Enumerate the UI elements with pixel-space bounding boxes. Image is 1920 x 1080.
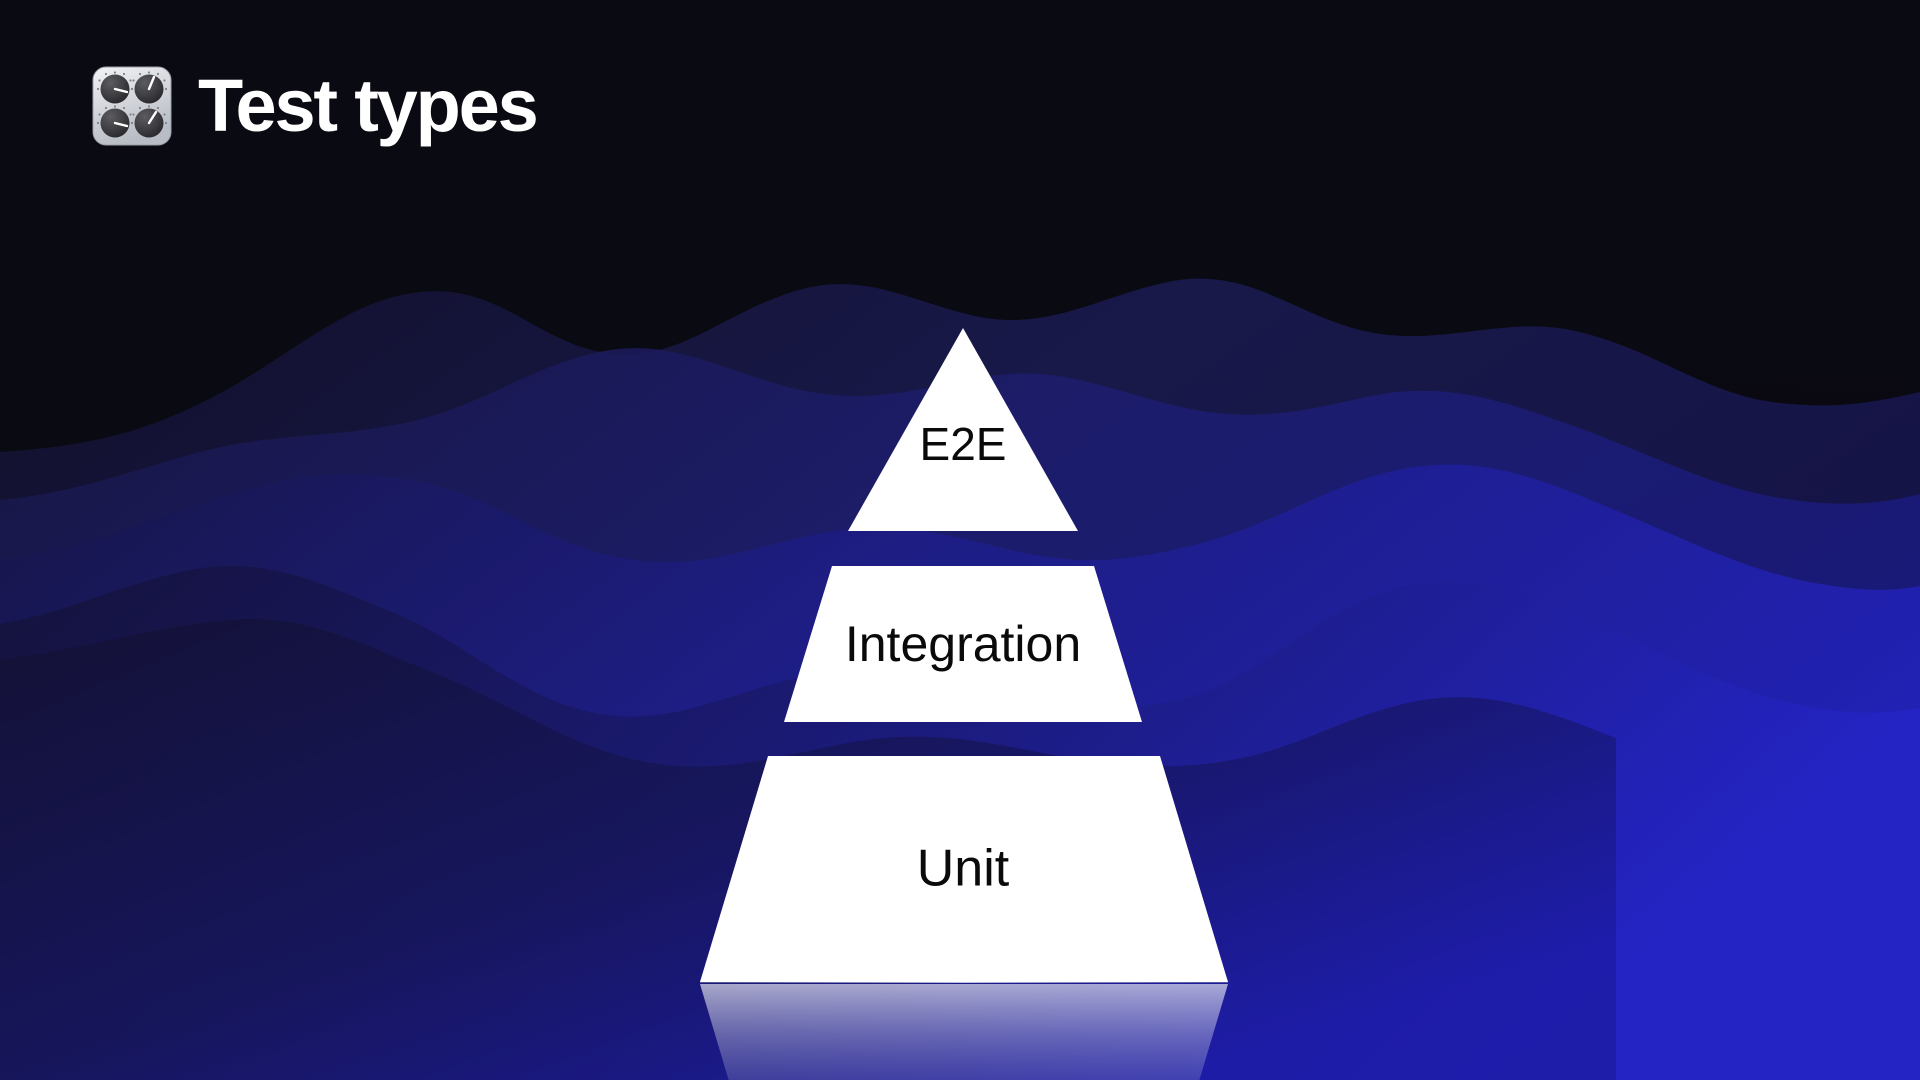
page-title: Test types bbox=[198, 64, 539, 147]
pyramid-tier-e2e[interactable]: E2E bbox=[848, 328, 1078, 531]
pyramid-reflection bbox=[700, 984, 1228, 1080]
pyramid-tier-label-e2e: E2E bbox=[920, 418, 1007, 470]
pyramid-tier-unit[interactable]: Unit bbox=[700, 756, 1228, 982]
control-knobs-icon bbox=[88, 62, 176, 150]
pyramid-tier-integration[interactable]: Integration bbox=[784, 566, 1142, 722]
pyramid-tier-label-integration: Integration bbox=[845, 616, 1081, 672]
slide-header: Test types bbox=[88, 62, 539, 150]
pyramid-tier-label-unit: Unit bbox=[917, 840, 1010, 898]
